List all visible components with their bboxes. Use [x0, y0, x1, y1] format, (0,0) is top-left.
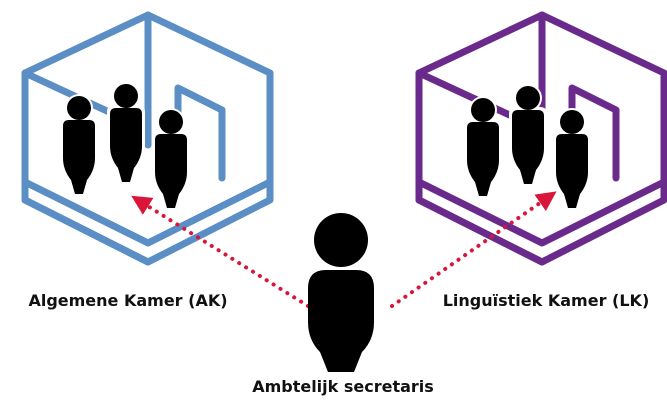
- room-lk-label: Linguïstiek Kamer (LK): [443, 291, 650, 310]
- person-icon: [464, 96, 502, 199]
- room-ak-label: Algemene Kamer (AK): [28, 291, 227, 310]
- room-ak-icon: [21, 11, 274, 266]
- room-ak-people: [60, 82, 190, 211]
- room-ak: Algemene Kamer (AK): [21, 11, 274, 310]
- secretary-label: Ambtelijk secretaris: [252, 377, 434, 396]
- secretary: Ambtelijk secretaris: [252, 213, 434, 396]
- person-icon: [107, 82, 145, 185]
- person-icon: [152, 108, 190, 211]
- secretary-person-icon: [308, 213, 374, 372]
- arrow-to-lk: [390, 191, 557, 308]
- connectors: [131, 191, 557, 308]
- person-icon: [509, 84, 547, 187]
- room-lk: Linguïstiek Kamer (LK): [415, 11, 667, 310]
- person-icon: [60, 94, 98, 197]
- arrow-to-ak: [131, 195, 310, 308]
- person-icon: [553, 108, 591, 211]
